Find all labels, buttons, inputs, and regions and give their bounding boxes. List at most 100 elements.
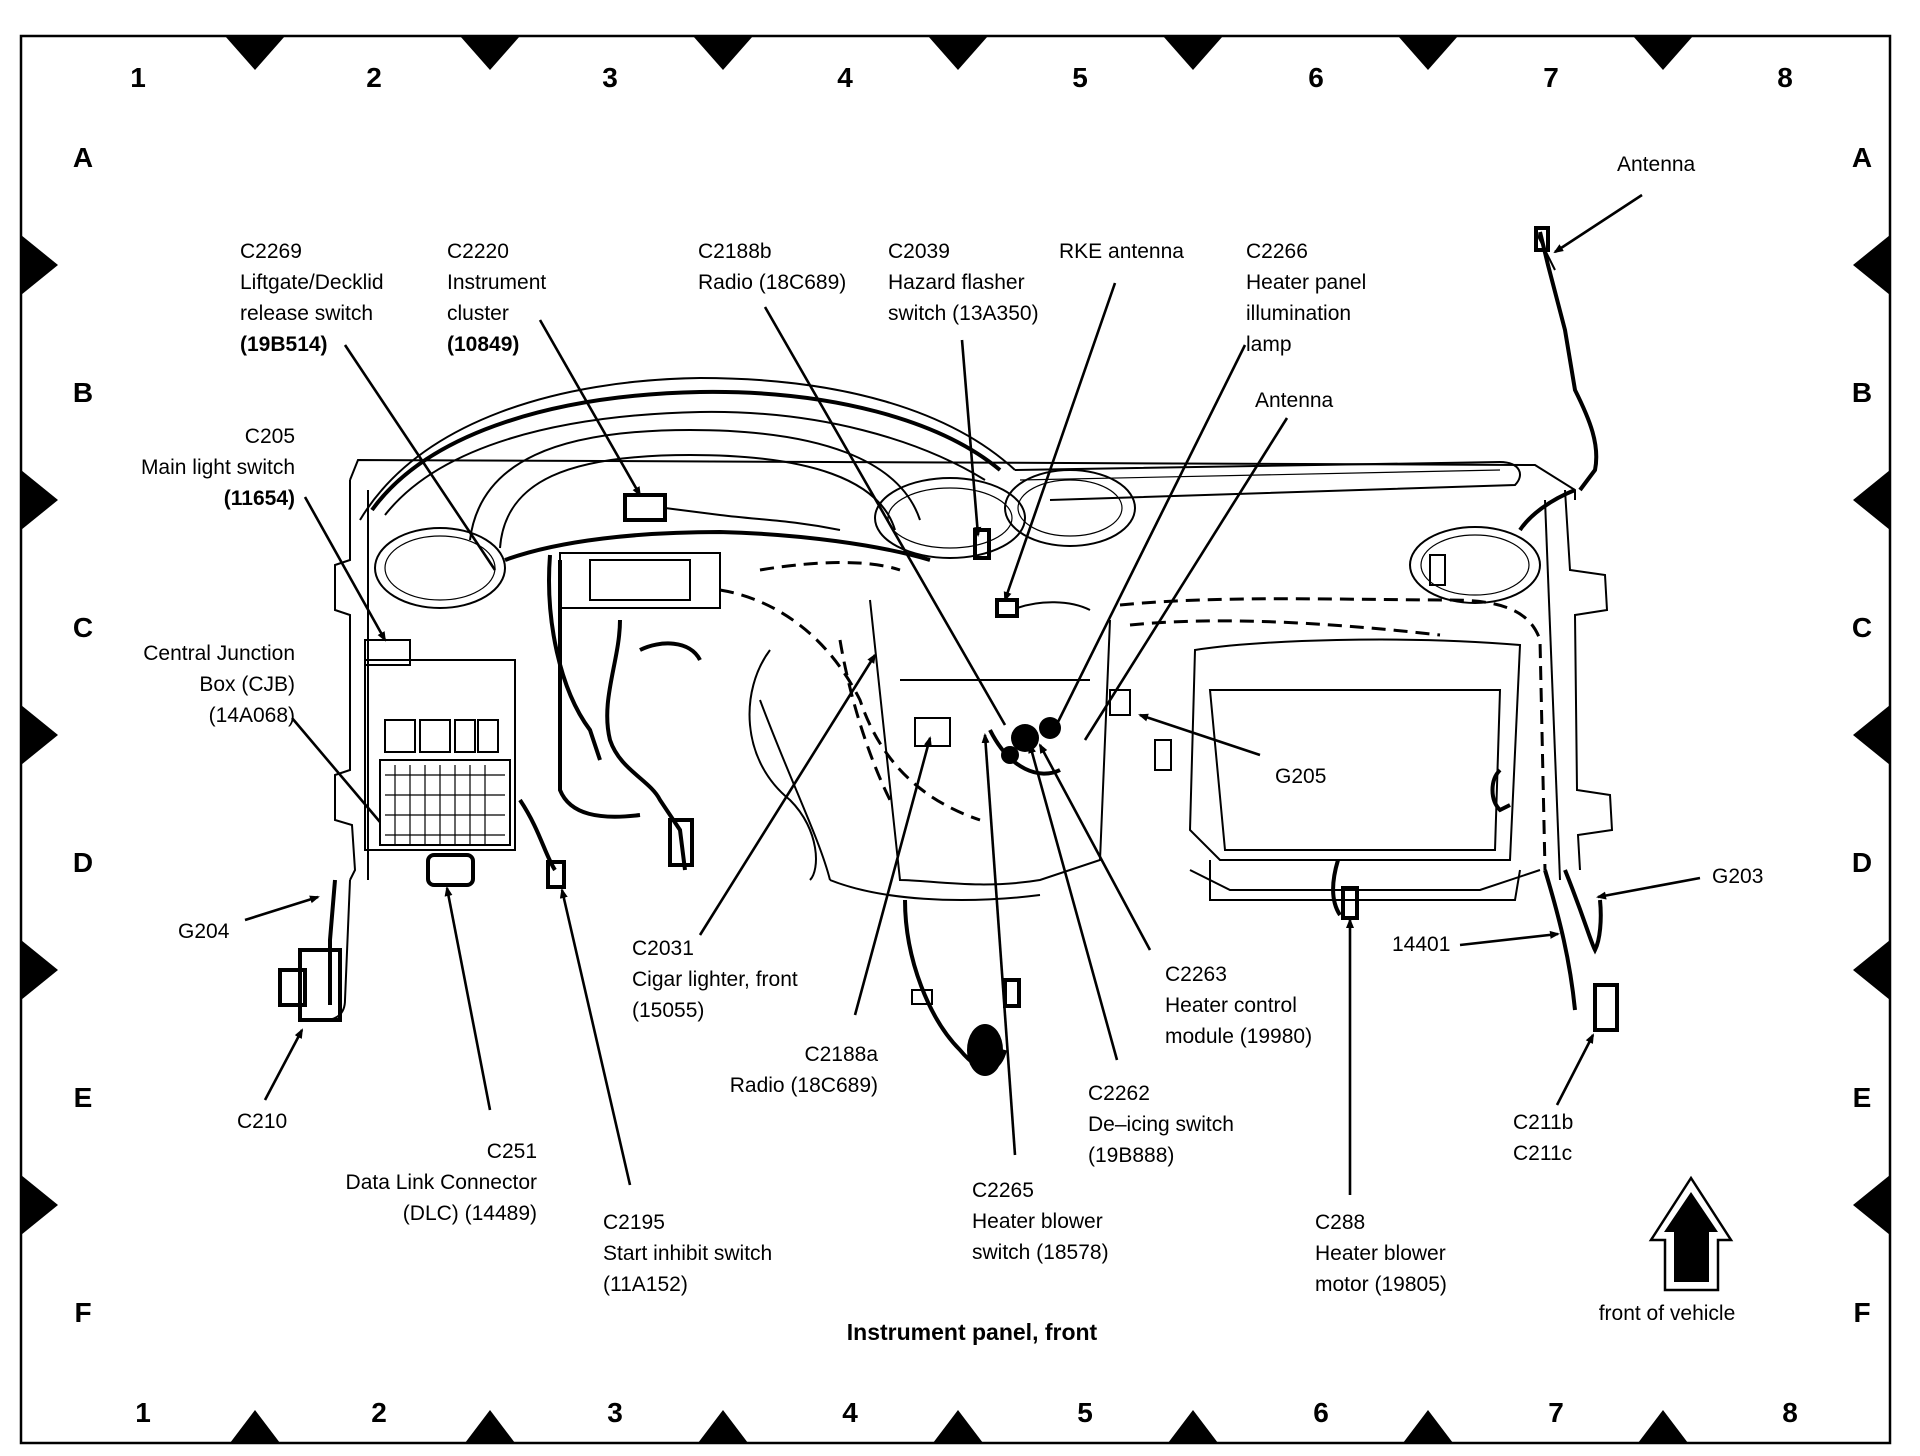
callout-description-text: switch (13A350)	[888, 302, 1039, 325]
antenna-top-leader-line	[1553, 193, 1643, 254]
column-marker-bottom: 4	[842, 1397, 858, 1428]
column-marker-top: 5	[1072, 62, 1088, 93]
bottom-triangle-marker	[230, 1410, 280, 1443]
w14401-callout: 14401	[1392, 933, 1450, 956]
c2188b-leader-line	[763, 306, 1007, 726]
row-marker-left: F	[74, 1297, 91, 1328]
row-marker-left: E	[74, 1082, 93, 1113]
callout-description-text: (11A152)	[603, 1273, 688, 1296]
callout-id-text: C288	[1315, 1211, 1365, 1234]
callout-description-text: motor (19805)	[1315, 1273, 1447, 1296]
column-marker-top: 1	[130, 62, 146, 93]
callout-id-text: G203	[1712, 865, 1763, 888]
top-triangle-marker	[1633, 36, 1693, 70]
callout-id-text: Antenna	[1617, 153, 1696, 176]
c2265-leader-line	[981, 733, 1017, 1156]
callout-id-text: C2195	[603, 1211, 665, 1234]
c2220-leader-line	[538, 319, 642, 497]
up-arrow-icon	[1648, 1175, 1734, 1292]
g205-callout: G205	[1275, 765, 1326, 788]
callout-id-text: Central Junction	[143, 642, 295, 665]
g203-leader-line	[1596, 876, 1701, 900]
callout-description-text: Heater panel	[1246, 271, 1366, 294]
callout-id-text: C2031	[632, 937, 694, 960]
left-triangle-marker	[21, 705, 58, 765]
callout-id-text: C2188a	[804, 1043, 878, 1066]
callout-description-text: (10849)	[447, 333, 519, 356]
callout-description-text: Data Link Connector	[346, 1171, 537, 1194]
cjb-leader-line	[291, 717, 381, 823]
c2031-leader-line	[698, 653, 877, 936]
c210-callout: C210	[237, 1110, 287, 1133]
top-triangle-marker	[225, 36, 285, 70]
callout-description-text: Instrument	[447, 271, 546, 294]
callout-description-text: switch (18578)	[972, 1241, 1109, 1264]
bottom-triangle-marker	[465, 1410, 515, 1443]
callout-description-text: (11654)	[224, 487, 295, 510]
callout-id-text: RKE antenna	[1059, 240, 1184, 263]
callout-id-text: C2263	[1165, 963, 1227, 986]
column-marker-bottom: 3	[607, 1397, 623, 1428]
callout-id-text: C2188b	[698, 240, 772, 263]
leader-lines	[244, 193, 1701, 1195]
bottom-triangle-marker	[698, 1410, 748, 1443]
column-marker-bottom: 2	[371, 1397, 387, 1428]
antenna-top-callout: Antenna	[1617, 153, 1696, 176]
row-marker-right: F	[1853, 1297, 1870, 1328]
c2195-leader-line	[559, 888, 632, 1186]
antenna-center-leader-line	[1083, 417, 1289, 741]
radio-connector-cluster	[914, 689, 1172, 776]
bottom-triangle-marker	[1403, 1410, 1453, 1443]
callout-id-text: C2265	[972, 1179, 1034, 1202]
callout-description-text: Box (CJB)	[199, 673, 295, 696]
callout-id-text: C205	[245, 425, 295, 448]
instrument-panel-drawing	[278, 226, 1619, 1076]
top-triangle-marker	[928, 36, 988, 70]
row-marker-left: D	[73, 847, 93, 878]
g204-leader-line	[244, 895, 320, 922]
c2266-leader-line	[1053, 344, 1247, 729]
right-triangle-marker	[1853, 1175, 1890, 1235]
callout-id-text: C210	[237, 1110, 287, 1133]
left-triangle-marker	[21, 940, 58, 1000]
callout-description-text: module (19980)	[1165, 1025, 1312, 1048]
callout-description-text: Heater blower	[972, 1210, 1103, 1233]
callout-id-text: C2269	[240, 240, 302, 263]
row-marker-left: B	[73, 377, 93, 408]
column-marker-top: 8	[1777, 62, 1793, 93]
column-marker-top: 6	[1308, 62, 1324, 93]
c2262-leader-line	[1028, 743, 1119, 1061]
c2039-leader-line	[960, 339, 982, 537]
callout-id-text: G205	[1275, 765, 1326, 788]
right-triangle-marker	[1853, 705, 1890, 765]
column-marker-top: 7	[1543, 62, 1559, 93]
g205-leader-line	[1138, 713, 1261, 757]
callout-id-text: C2266	[1246, 240, 1308, 263]
column-marker-top: 4	[837, 62, 853, 93]
row-marker-left: C	[73, 612, 93, 643]
left-triangle-marker	[21, 1175, 58, 1235]
callout-description-text: Radio (18C689)	[730, 1074, 878, 1097]
callout-id-text: C211b	[1513, 1111, 1573, 1134]
callout-id-text: C2039	[888, 240, 950, 263]
column-marker-bottom: 1	[135, 1397, 151, 1428]
right-triangle-marker	[1853, 235, 1890, 295]
column-marker-bottom: 8	[1782, 1397, 1798, 1428]
row-marker-right: D	[1852, 847, 1872, 878]
callout-description-text: Radio (18C689)	[698, 271, 846, 294]
callout-description-text: (19B514)	[240, 333, 328, 356]
row-marker-right: E	[1853, 1082, 1872, 1113]
c2188a-leader-line	[853, 736, 932, 1016]
rke-antenna-callout: RKE antenna	[1059, 240, 1184, 263]
callout-description-text: Liftgate/Decklid	[240, 271, 384, 294]
callout-description-text: C211c	[1513, 1142, 1572, 1165]
